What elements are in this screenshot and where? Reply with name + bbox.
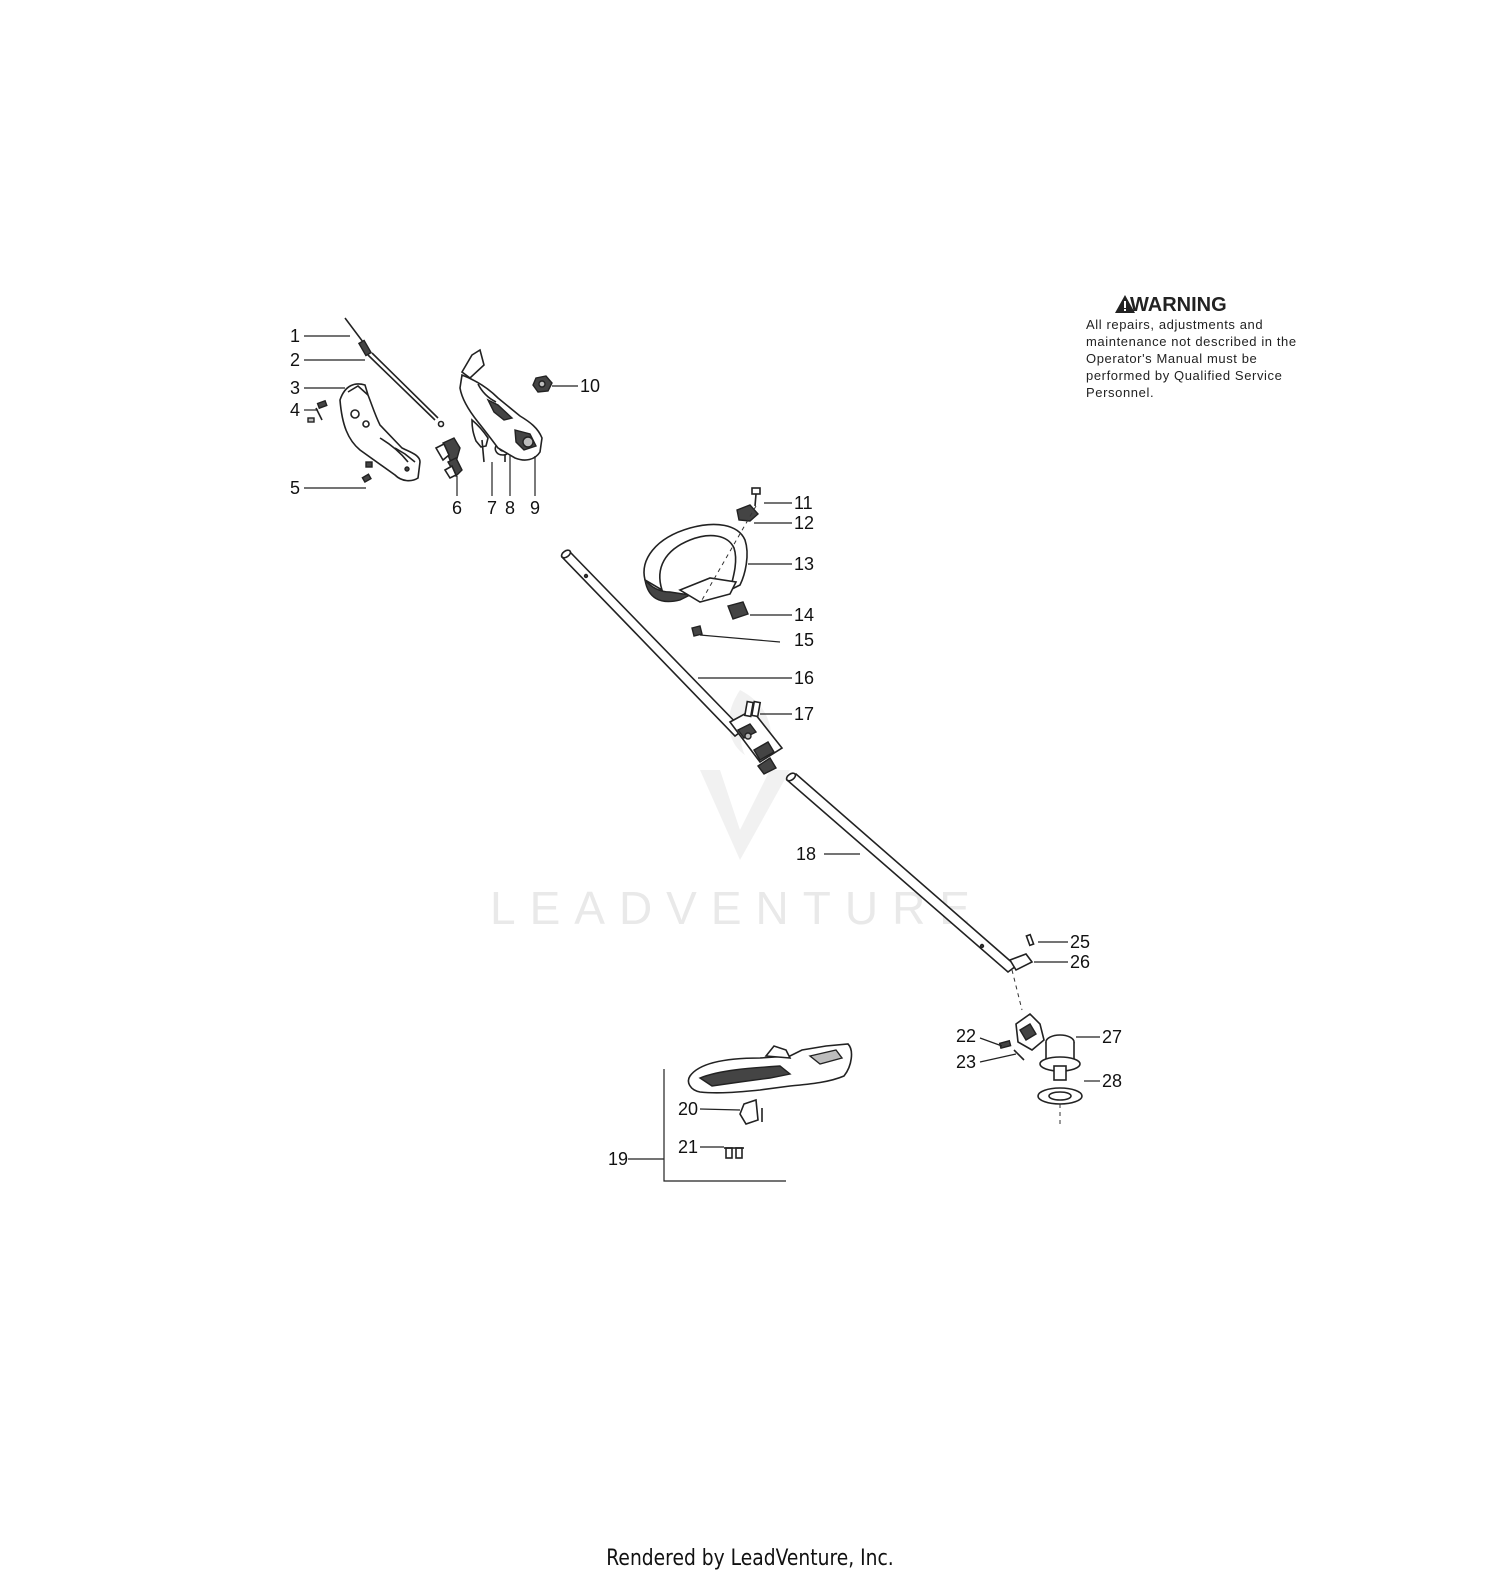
callout-6: 6 — [452, 498, 462, 518]
watermark-text: LEADVENTURE — [490, 882, 984, 934]
part-6-trigger — [443, 457, 463, 480]
callout-27: 27 — [1102, 1027, 1122, 1047]
callout-4: 4 — [290, 400, 300, 420]
warning-title: WARNING — [1130, 294, 1227, 316]
part-19-guard — [687, 1043, 853, 1094]
part-3-rear-handle — [339, 383, 421, 482]
callout-19: 19 — [608, 1149, 628, 1169]
callout-20: 20 — [678, 1099, 698, 1119]
part-25-pin — [1025, 933, 1035, 947]
callout-2: 2 — [290, 350, 300, 370]
part-22-screw — [998, 1039, 1012, 1050]
callout-13: 13 — [794, 554, 814, 574]
callout-labels: 1 2 3 4 5 6 7 8 9 10 11 12 13 14 15 16 1… — [290, 326, 1122, 1169]
bracket-19 — [663, 1069, 786, 1182]
callout-21: 21 — [678, 1137, 698, 1157]
callout-8: 8 — [505, 498, 515, 518]
callout-22: 22 — [956, 1026, 976, 1046]
part-28-washer — [1037, 1087, 1083, 1126]
part-13-loop-handle — [643, 505, 757, 603]
part-21-screws — [724, 1147, 744, 1159]
callout-9: 9 — [530, 498, 540, 518]
callout-1: 1 — [290, 326, 300, 346]
part-15-nut — [691, 625, 703, 637]
callout-28: 28 — [1102, 1071, 1122, 1091]
callout-12: 12 — [794, 513, 814, 533]
part-27-gearhead — [1015, 1012, 1081, 1081]
leader-lines — [304, 335, 1100, 1160]
part-10-nut — [532, 375, 553, 393]
callout-25: 25 — [1070, 932, 1090, 952]
part-2-switch — [434, 437, 461, 463]
part-5-screw — [361, 461, 373, 484]
callout-15: 15 — [794, 630, 814, 650]
callout-18: 18 — [796, 844, 816, 864]
callout-26: 26 — [1070, 952, 1090, 972]
part-20-blade — [739, 1098, 763, 1125]
callout-7: 7 — [487, 498, 497, 518]
part-7-lockout — [471, 418, 489, 463]
part-1-throttle-cable — [344, 317, 445, 428]
callout-14: 14 — [794, 605, 814, 625]
warning-text: All repairs, adjustments and maintenance… — [1086, 317, 1297, 400]
footer-rendered-by: Rendered by LeadVenture, Inc. — [606, 1546, 894, 1571]
warning-triangle-icon — [1115, 295, 1135, 313]
part-4-screw — [307, 399, 328, 423]
warning-notice: WARNING All repairs, adjustments and mai… — [1086, 294, 1326, 401]
part-9-handle-housing — [459, 348, 543, 461]
leadventure-logo-icon — [700, 690, 790, 860]
callout-3: 3 — [290, 378, 300, 398]
part-12-knob — [736, 504, 759, 522]
callout-23: 23 — [956, 1052, 976, 1072]
callout-16: 16 — [794, 668, 814, 688]
part-17-coupler — [728, 700, 784, 775]
callout-5: 5 — [290, 478, 300, 498]
part-26-clip — [1008, 953, 1034, 972]
callout-11: 11 — [794, 493, 813, 513]
part-11-bolt — [751, 487, 761, 507]
part-14-clamp — [727, 601, 749, 620]
callout-17: 17 — [794, 704, 814, 724]
part-23-screw — [1013, 1049, 1025, 1061]
warning-title-row: WARNING — [1086, 294, 1326, 316]
callout-10: 10 — [580, 376, 600, 396]
